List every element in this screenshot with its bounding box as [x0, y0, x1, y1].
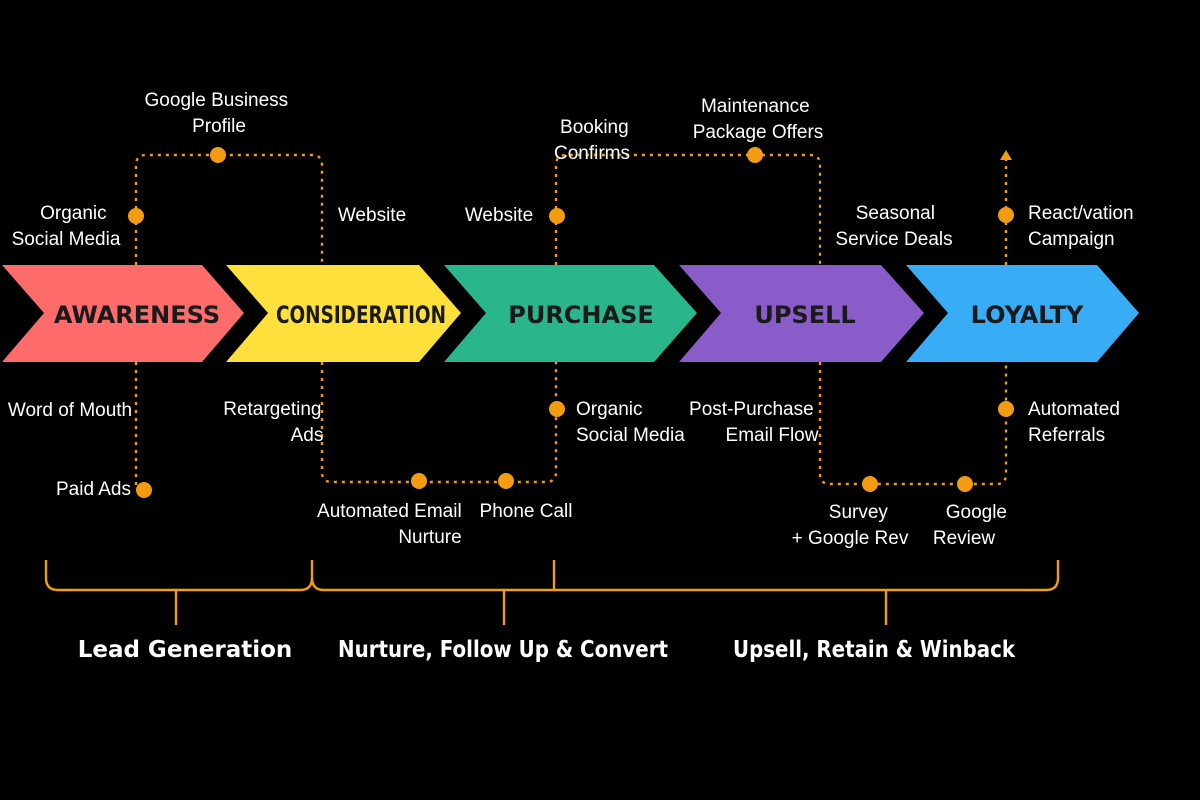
stage-awareness-shape — [2, 265, 244, 362]
stage-loyalty-shape — [906, 265, 1139, 362]
label-automated-email-nurture: Automated Email Nurture — [317, 501, 467, 548]
stage-upsell: UPSELL — [679, 265, 924, 362]
brace-lead-generation — [44, 560, 314, 625]
label-survey-google-rev: Survey + Google Rev — [792, 502, 909, 549]
dot-google-review — [957, 476, 973, 492]
label-maintenance-offers: Maintenance Package Offers — [693, 96, 824, 143]
brace-upsell-retain — [554, 560, 1060, 625]
dot-paid-ads — [136, 482, 152, 498]
stage-purchase-shape — [444, 265, 697, 362]
stage-loyalty-label: LOYALTY — [971, 301, 1084, 329]
label-word-of-mouth: Word of Mouth — [8, 400, 132, 421]
stage-consideration: CONSIDERATION — [226, 265, 461, 362]
label-automated-referrals: Automated Referrals — [1028, 399, 1125, 446]
label-google-review: Google Review — [933, 502, 1012, 549]
stage-consideration-label: CONSIDERATION — [276, 301, 446, 329]
label-paid-ads: Paid Ads — [56, 479, 131, 500]
dot-phone-call — [498, 473, 514, 489]
label-booking-confirms: Booking Confirms — [554, 117, 634, 164]
phase-nurture-convert: Nurture, Follow Up & Convert — [338, 637, 668, 663]
dot-website-purchase — [549, 208, 565, 224]
stage-consideration-shape — [226, 265, 461, 362]
connector-consideration-bottom — [320, 362, 558, 484]
stage-upsell-label: UPSELL — [754, 301, 855, 329]
stage-awareness-label: AWARENESS — [54, 301, 220, 329]
connector-upsell-bottom — [818, 362, 1008, 486]
label-post-purchase-email: Post-Purchase Email Flow — [689, 399, 819, 446]
dot-google-business-profile — [210, 147, 226, 163]
stage-purchase: PURCHASE — [444, 265, 697, 362]
stage-upsell-shape — [679, 265, 924, 362]
arrowhead-up-icon — [1000, 150, 1012, 160]
dot-maintenance-offers — [747, 147, 763, 163]
dot-reactivation-campaign — [998, 207, 1014, 223]
connectors — [134, 150, 1012, 488]
label-retargeting-ads: Retargeting Ads — [223, 399, 327, 446]
dot-automated-referrals — [998, 401, 1014, 417]
stage-loyalty: LOYALTY — [906, 265, 1139, 362]
label-organic-social-top: Organic Social Media — [12, 203, 121, 250]
dot-organic-social-bottom — [549, 401, 565, 417]
touchpoint-dots — [128, 147, 1014, 498]
phase-braces — [44, 560, 1060, 625]
stage-chevrons: AWARENESS CONSIDERATION PURCHASE UPSELL … — [2, 265, 1139, 362]
label-phone-call: Phone Call — [480, 501, 573, 522]
brace-nurture-convert — [310, 560, 556, 625]
label-reactivation-campaign: React/vation Campaign — [1028, 203, 1139, 250]
phase-upsell-retain: Upsell, Retain & Winback — [733, 637, 1016, 663]
phase-lead-generation: Lead Generation — [78, 637, 293, 663]
label-website-consideration: Website — [338, 205, 406, 226]
dot-survey-google-rev — [862, 476, 878, 492]
connector-purchase-top — [554, 153, 822, 265]
stage-awareness: AWARENESS — [2, 265, 244, 362]
dot-automated-email-nurture — [411, 473, 427, 489]
label-website-purchase: Website — [465, 205, 533, 226]
phase-labels: Lead Generation Nurture, Follow Up & Con… — [78, 637, 1016, 663]
stage-purchase-label: PURCHASE — [508, 301, 654, 329]
touchpoint-labels: Google Business Profile Organic Social M… — [8, 90, 1139, 549]
label-google-business-profile: Google Business Profile — [145, 90, 294, 137]
connector-awareness-top — [134, 153, 324, 265]
dot-organic-social-top — [128, 208, 144, 224]
label-seasonal-deals: Seasonal Service Deals — [835, 203, 952, 250]
label-organic-social-bottom: Organic Social Media — [576, 399, 685, 446]
